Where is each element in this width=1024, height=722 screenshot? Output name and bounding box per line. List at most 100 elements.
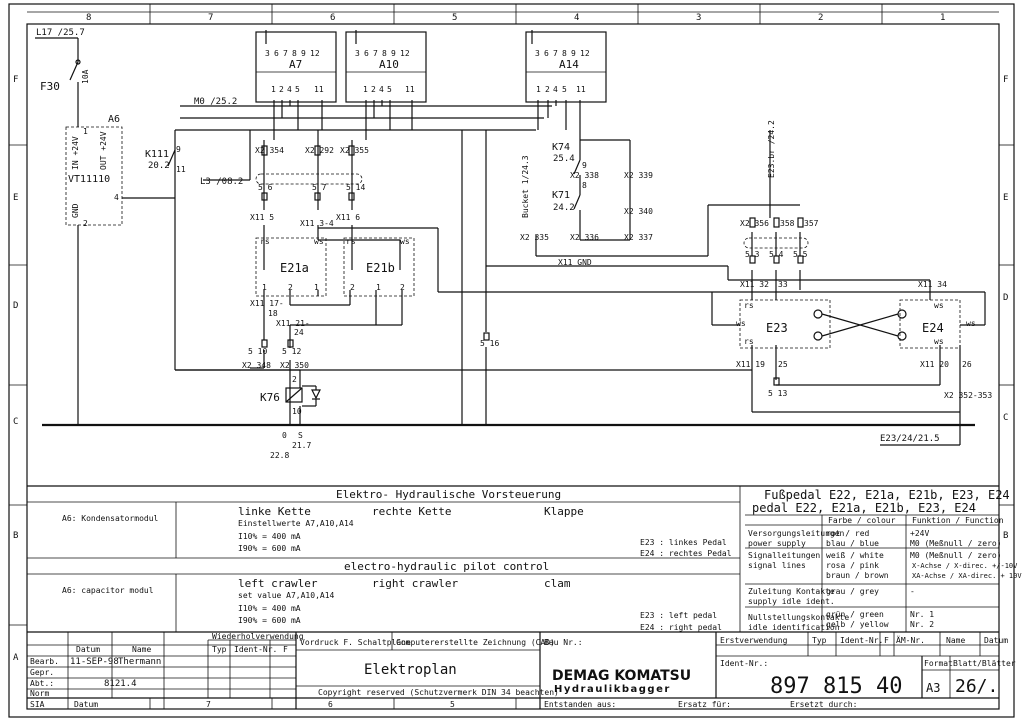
relay-k111-label: K111 — [145, 149, 169, 160]
e23-desc-en: E23 : left pedal — [640, 611, 717, 620]
footer-ident2: Ident-Nr. — [840, 636, 883, 645]
pedal-e21a — [255, 237, 327, 297]
legend-title-de: Fußpedal E22, E21a, E21b, E23, E24 — [764, 488, 1010, 502]
footer-name2: Name — [946, 636, 965, 645]
svg-text:358: 358 — [780, 219, 795, 228]
pedal-link-icon — [813, 309, 907, 341]
relay-k76-label: K76 — [260, 391, 280, 404]
a6-type: VT11110 — [68, 174, 110, 185]
footer-f2: F — [884, 636, 889, 645]
legend-cell: M0 (Meßnull / zero) — [910, 551, 1002, 560]
svg-text:5 5: 5 5 — [793, 250, 808, 259]
current-10: I10% = 400 mA — [238, 604, 301, 613]
svg-text:5 14: 5 14 — [346, 183, 365, 192]
contact-icon — [573, 194, 581, 210]
footer-gepr: Gepr. — [30, 668, 54, 677]
cable-shield-icon — [255, 173, 363, 185]
svg-text:9: 9 — [582, 161, 587, 170]
footer-am-nr: ÄM-Nr. — [896, 635, 925, 645]
legend-cell: rosa / pink — [826, 561, 879, 570]
footer-bau-nr: Bau Nr.: — [544, 638, 583, 647]
col-label: 6 — [330, 13, 335, 23]
svg-text:8: 8 — [582, 181, 587, 190]
col-label: 7 — [208, 13, 213, 23]
svg-text:6: 6 — [274, 49, 279, 58]
description-block — [27, 485, 999, 633]
svg-text:X2 348: X2 348 — [242, 361, 271, 370]
col-clam-de: Klappe — [544, 505, 584, 518]
footer-ident: Ident-Nr. — [234, 645, 277, 654]
pedal-e23 — [739, 299, 831, 349]
e21b-label: E21b — [366, 261, 395, 275]
footer-sia: SIA — [30, 700, 45, 709]
e24-label: E24 — [922, 321, 944, 335]
legend-head-function: Funktion / Function — [912, 516, 1004, 525]
svg-text:18: 18 — [268, 309, 278, 318]
svg-text:X2 292: X2 292 — [305, 146, 334, 155]
svg-text:4: 4 — [287, 85, 292, 94]
legend-cell: rot / red — [826, 529, 870, 538]
svg-text:ws: ws — [934, 301, 944, 310]
col-left-de: linke Kette — [238, 505, 311, 518]
a6-gnd: GND — [71, 203, 80, 218]
row-label: F — [13, 75, 18, 85]
svg-text:X2 354: X2 354 — [255, 146, 284, 155]
footer-typ2: Typ — [812, 636, 827, 645]
legend-cell: Zuleitung Kontakte — [748, 587, 835, 596]
svg-text:X11 3-4: X11 3-4 — [300, 219, 334, 228]
svg-text:X2 336: X2 336 — [570, 233, 599, 242]
svg-text:rs: rs — [260, 237, 270, 246]
svg-text:33: 33 — [778, 280, 788, 289]
svg-text:3: 3 — [535, 49, 540, 58]
legend-cell: braun / brown — [826, 571, 889, 580]
footer-col: 5 — [450, 700, 455, 709]
svg-text:26: 26 — [962, 360, 972, 369]
row-label: D — [1003, 293, 1008, 303]
svg-text:X2 335: X2 335 — [520, 233, 549, 242]
svg-text:X11 6: X11 6 — [336, 213, 360, 222]
row-label: E — [1003, 193, 1008, 203]
current-90: I90% = 600 mA — [238, 616, 301, 625]
svg-text:8: 8 — [382, 49, 387, 58]
footer-bearb: Bearb. — [30, 657, 59, 666]
svg-text:2: 2 — [371, 85, 376, 94]
footer-f: F — [283, 645, 288, 654]
svg-text:X11 32: X11 32 — [740, 280, 769, 289]
fuse-rating: 10A — [81, 69, 90, 84]
footer-datum-head: Datum — [76, 645, 100, 654]
svg-text:S: S — [298, 431, 303, 440]
footer-vordruck: Vordruck F. Schaltpläne — [300, 638, 411, 647]
e24-desc-en: E24 : right pedal — [640, 623, 722, 632]
col-label: 3 — [696, 13, 701, 23]
svg-text:5 7: 5 7 — [312, 183, 327, 192]
rack-pins-a10: 3 6 7 8 9 12 1 2 4 5 11 — [355, 49, 415, 94]
current-90: I90% = 600 mA — [238, 544, 301, 553]
footer-abt-val: 8121.4 — [104, 679, 137, 689]
legend-cell: grau / grey — [826, 587, 879, 596]
col-right-de: rechte Kette — [372, 505, 451, 518]
svg-text:X2 339: X2 339 — [624, 171, 653, 180]
svg-text:X11 17-: X11 17- — [250, 299, 284, 308]
e23br-ref: E23.br /24.2 — [767, 120, 776, 178]
legend-head-colour: Farbe / colour — [828, 516, 896, 525]
l3-ref: L3 /08.2 — [200, 177, 243, 187]
svg-text:2: 2 — [545, 85, 550, 94]
col-label: 1 — [940, 13, 945, 23]
title-de: Elektro- Hydraulische Vorsteuerung — [336, 488, 561, 501]
a10-label: A10 — [379, 58, 399, 71]
col-label: 4 — [574, 13, 579, 23]
svg-text:5: 5 — [562, 85, 567, 94]
legend-cell: Nr. 1 — [910, 610, 934, 619]
svg-text:0: 0 — [282, 431, 287, 440]
footer-abt: Abt.: — [30, 679, 54, 688]
capacitor-module-a6 — [65, 126, 123, 226]
amplifier-a10 — [345, 31, 427, 103]
svg-text:2: 2 — [400, 283, 405, 292]
bucket-ref: Bucket 1/24.3 — [521, 155, 530, 218]
amplifier-a7 — [255, 31, 337, 103]
x2-352-353: X2 352-353 — [944, 391, 992, 400]
svg-text:1: 1 — [271, 85, 276, 94]
svg-text:5: 5 — [387, 85, 392, 94]
pedal-e24 — [899, 299, 961, 349]
